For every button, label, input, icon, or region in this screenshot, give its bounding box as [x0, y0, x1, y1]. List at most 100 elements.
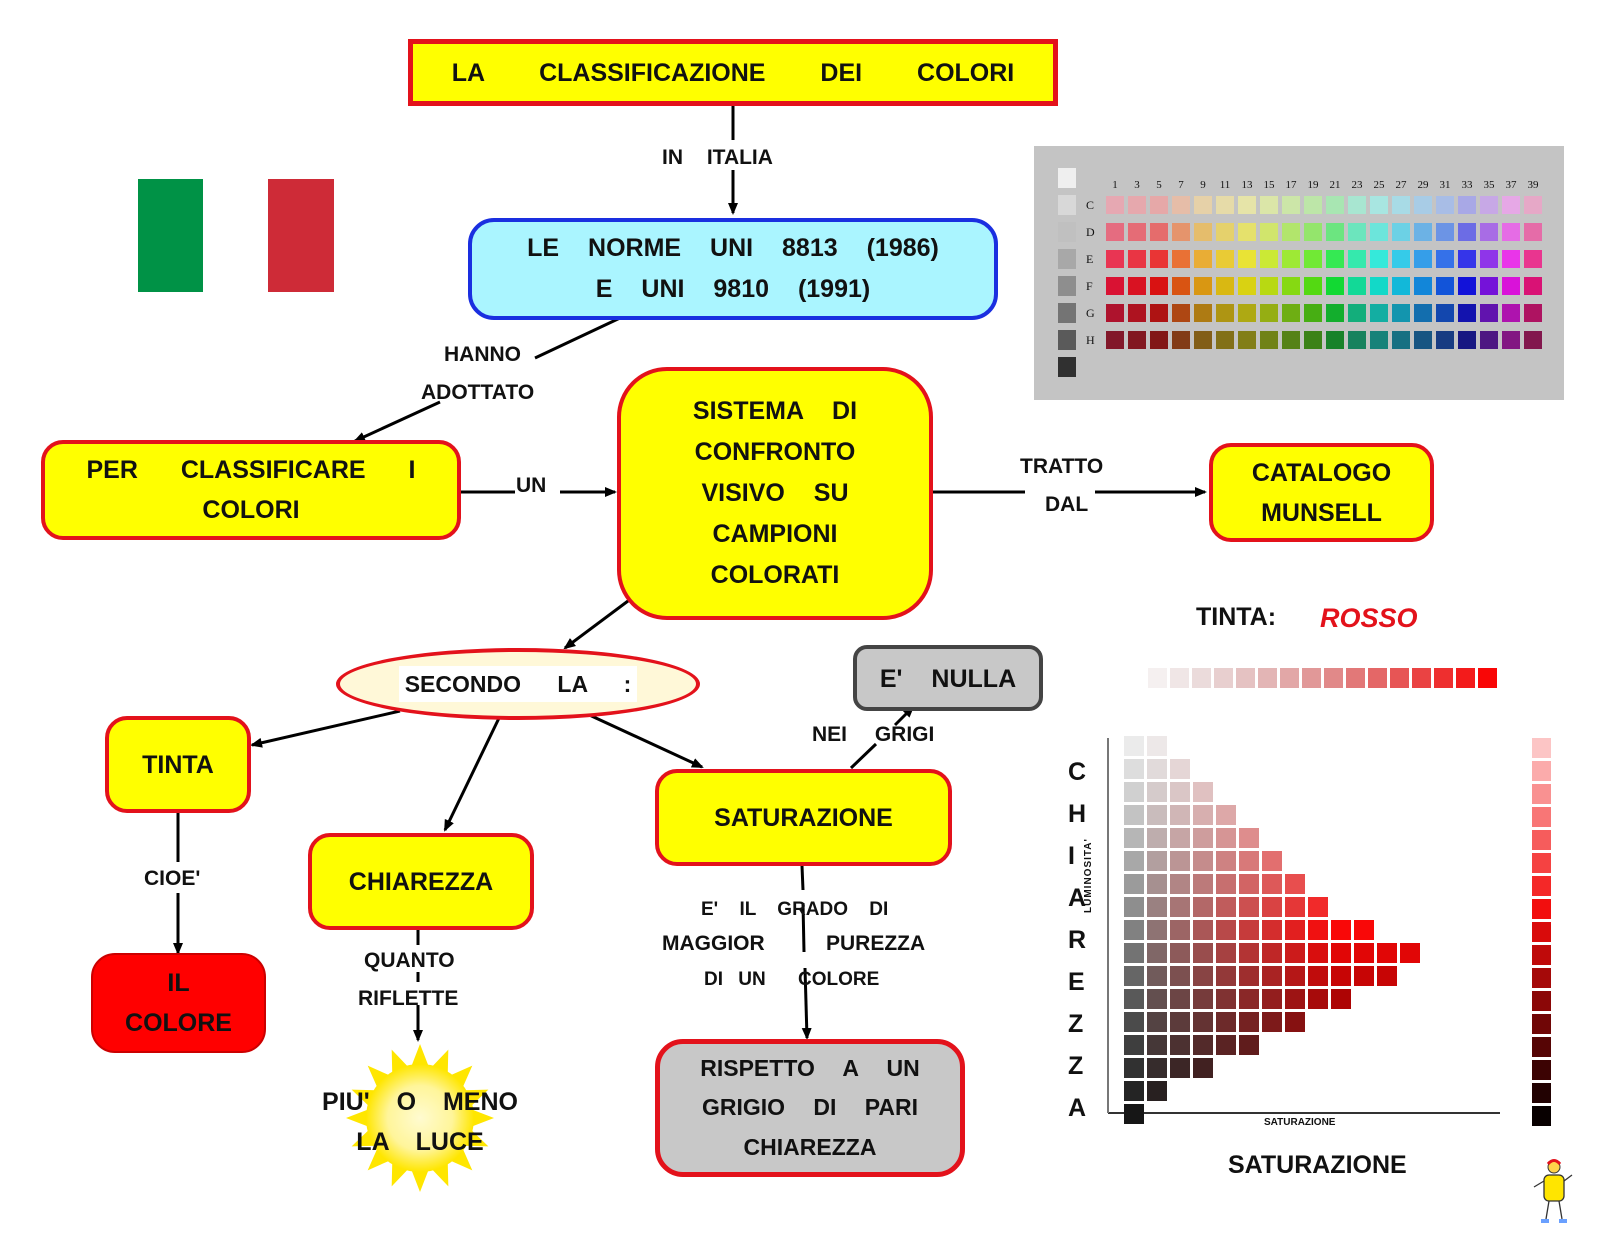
chiarezza-label: CHIAREZZA	[348, 867, 494, 896]
munsell-swatch	[1304, 304, 1322, 322]
munsell-swatch	[1260, 223, 1278, 241]
munsell-swatch	[1326, 304, 1344, 322]
saturation-swatch	[1192, 668, 1211, 688]
chroma-swatch	[1331, 966, 1351, 986]
grey-swatch	[1058, 357, 1076, 377]
link-adottato: ADOTTATO	[421, 381, 535, 404]
il-colore-line1: IL	[167, 969, 190, 997]
munsell-swatch	[1458, 277, 1476, 295]
chroma-swatch	[1239, 989, 1259, 1009]
chroma-swatch	[1216, 851, 1236, 871]
chroma-swatch	[1216, 828, 1236, 848]
munsell-swatch	[1216, 331, 1234, 349]
saturazione-caption: SATURAZIONE	[1228, 1151, 1407, 1179]
chroma-swatch	[1193, 1035, 1213, 1055]
munsell-swatch	[1216, 223, 1234, 241]
chroma-swatch	[1262, 920, 1282, 940]
chroma-swatch	[1147, 782, 1167, 802]
chroma-swatch	[1124, 782, 1144, 802]
tinta-node: TINTA	[105, 716, 251, 813]
munsell-column-number: 35	[1483, 179, 1495, 191]
chroma-swatch	[1193, 897, 1213, 917]
chroma-swatch	[1124, 920, 1144, 940]
munsell-swatch	[1480, 196, 1498, 214]
chroma-swatch	[1147, 920, 1167, 940]
chiarezza-letter: H	[1068, 800, 1087, 828]
munsell-swatch	[1194, 277, 1212, 295]
rispetto-line: CHIAREZZA	[743, 1133, 877, 1160]
grey-swatch	[1058, 168, 1076, 188]
chiarezza-letter: C	[1068, 758, 1087, 786]
value-swatch	[1532, 784, 1551, 804]
chroma-swatch	[1193, 874, 1213, 894]
chroma-swatch	[1308, 920, 1328, 940]
value-swatch	[1532, 761, 1551, 781]
munsell-swatch	[1436, 223, 1454, 241]
chroma-swatch	[1239, 897, 1259, 917]
munsell-column-number: 17	[1285, 179, 1297, 191]
chroma-swatch	[1239, 851, 1259, 871]
munsell-swatch	[1480, 331, 1498, 349]
link-grado-maggior: MAGGIOR	[662, 932, 765, 955]
nulla-node: E' NULLA	[853, 645, 1043, 711]
munsell-swatch	[1150, 277, 1168, 295]
munsell-column-number: 11	[1219, 179, 1231, 191]
munsell-swatch	[1194, 304, 1212, 322]
chroma-swatch	[1285, 1012, 1305, 1032]
munsell-swatch	[1326, 331, 1344, 349]
munsell-swatch	[1172, 277, 1190, 295]
value-swatch	[1532, 830, 1551, 850]
piu-line1: PIU' O MENO	[322, 1088, 518, 1116]
chroma-swatch	[1124, 1035, 1144, 1055]
italy-flag-icon	[138, 179, 334, 292]
saturazione-node: SATURAZIONE	[655, 769, 952, 866]
munsell-swatch	[1172, 331, 1190, 349]
chroma-swatch	[1354, 966, 1374, 986]
chroma-swatch	[1147, 966, 1167, 986]
chiarezza-letter: A	[1068, 1094, 1087, 1122]
munsell-swatch	[1436, 304, 1454, 322]
munsell-swatch	[1260, 331, 1278, 349]
chroma-swatch	[1216, 966, 1236, 986]
chiarezza-letter: Z	[1068, 1052, 1084, 1080]
munsell-swatch-grid	[1106, 196, 1542, 349]
munsell-swatch	[1194, 223, 1212, 241]
munsell-swatch	[1326, 196, 1344, 214]
chroma-swatch	[1124, 897, 1144, 917]
il-colore-line2: COLORE	[125, 1009, 232, 1037]
chroma-swatch	[1170, 1058, 1190, 1078]
munsell-swatch	[1238, 223, 1256, 241]
chroma-swatch	[1400, 943, 1420, 963]
munsell-swatch	[1414, 304, 1432, 322]
saturation-swatch	[1258, 668, 1277, 688]
munsell-column-number: 13	[1241, 179, 1253, 191]
link-grado-colore: COLORE	[798, 969, 880, 990]
axis-y-text: LUMINOSITA'	[1083, 838, 1094, 913]
chiarezza-letter: I	[1068, 842, 1075, 870]
munsell-swatch	[1128, 250, 1146, 268]
munsell-row-letter: D	[1086, 225, 1095, 239]
munsell-swatch	[1106, 277, 1124, 295]
page-title: LA CLASSIFICAZIONE DEI COLORI	[451, 58, 1015, 87]
value-swatch	[1532, 922, 1551, 942]
link-cioe: CIOE'	[144, 867, 201, 890]
sistema-node: SISTEMA DI CONFRONTO VISIVO SU CAMPIONI …	[617, 367, 933, 620]
tinta-value: ROSSO	[1320, 603, 1418, 633]
munsell-swatch	[1436, 196, 1454, 214]
chiarezza-letter: Z	[1068, 1010, 1084, 1038]
chroma-swatch	[1216, 1012, 1236, 1032]
munsell-swatch	[1348, 196, 1366, 214]
chroma-swatch	[1147, 1035, 1167, 1055]
chroma-swatch	[1193, 851, 1213, 871]
chroma-swatch	[1170, 966, 1190, 986]
chroma-swatch	[1193, 1012, 1213, 1032]
munsell-swatch	[1150, 304, 1168, 322]
sistema-line: SISTEMA DI	[692, 397, 858, 425]
secondo-la-node: SECONDO LA :	[336, 648, 700, 720]
munsell-swatch	[1304, 331, 1322, 349]
grey-swatch	[1058, 303, 1076, 323]
munsell-swatch	[1414, 250, 1432, 268]
grey-swatch	[1058, 330, 1076, 350]
title-node: LA CLASSIFICAZIONE DEI COLORI	[408, 39, 1058, 106]
saturation-swatch	[1324, 668, 1343, 688]
